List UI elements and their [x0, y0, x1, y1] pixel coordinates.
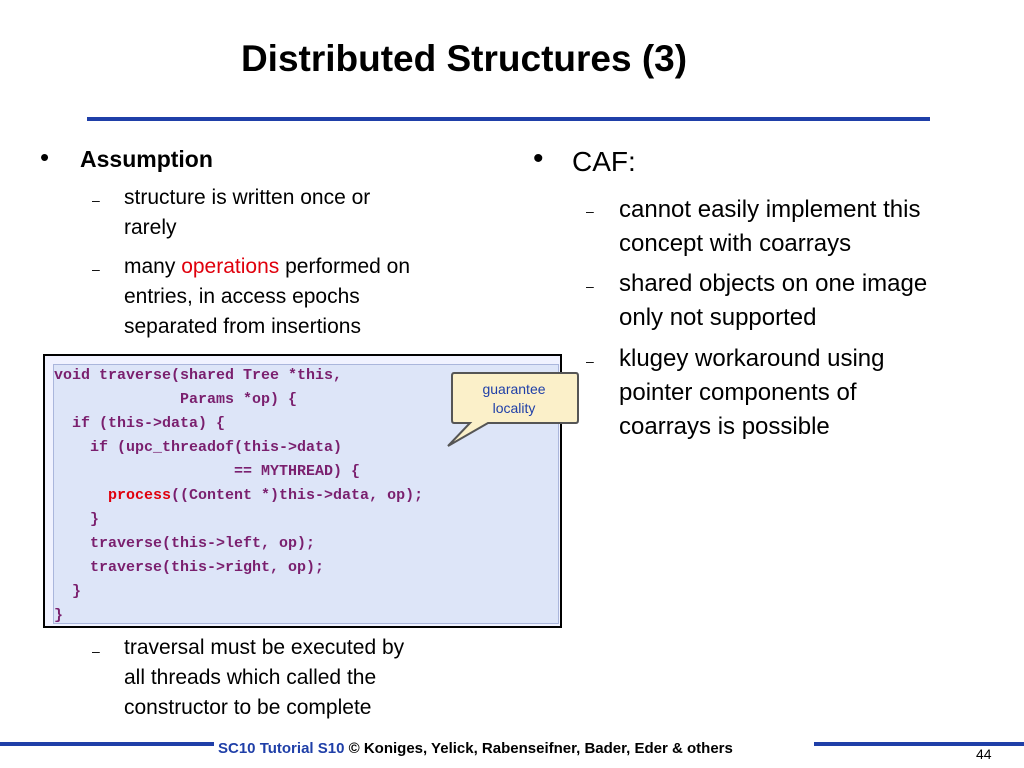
left-item-3: traversal must be executed by all thread…	[124, 633, 404, 723]
left-item-3-line3: constructor to be complete	[124, 696, 372, 719]
slide-title: Distributed Structures (3)	[240, 38, 688, 79]
right-item-1-line2: concept with coarrays	[619, 230, 852, 257]
code-line-5: == MYTHREAD) {	[54, 463, 361, 480]
right-item-3-line3: coarrays is possible	[619, 413, 830, 440]
dash-icon: –	[92, 261, 100, 277]
right-item-3-line2: pointer components of	[619, 379, 857, 406]
left-item-2-pre: many	[124, 255, 182, 278]
left-item-2-line3: separated from insertions	[124, 315, 361, 338]
right-item-1: cannot easily implement this concept wit…	[619, 193, 920, 261]
left-item-2-line1: many operations performed on	[124, 252, 410, 282]
dash-icon: –	[586, 203, 594, 219]
callout-text: guarantee locality	[452, 380, 576, 418]
right-item-3-line1: klugey workaround using	[619, 345, 885, 372]
code-line-3: if (this->data) {	[54, 415, 226, 432]
code-line-4: if (upc_threadof(this->data)	[54, 439, 343, 456]
footer-text: SC10 Tutorial S10 © Koniges, Yelick, Rab…	[218, 740, 733, 757]
left-item-1-line2: rarely	[124, 216, 177, 239]
code-line-6-indent	[54, 487, 108, 504]
code-line-1: void traverse(shared Tree *this,	[54, 367, 343, 384]
code-line-6-rest: ((Content *)this->data, op);	[171, 487, 424, 504]
right-item-2-line1: shared objects on one image	[619, 270, 928, 297]
code-line-9: traverse(this->right, op);	[54, 559, 325, 576]
code-line-7: }	[54, 511, 100, 528]
code-process-keyword: process	[108, 487, 172, 504]
code-listing: void traverse(shared Tree *this, Params …	[54, 364, 423, 628]
callout-line-1: guarantee	[482, 381, 546, 397]
operations-highlight: operations	[181, 255, 280, 278]
dash-icon: –	[92, 643, 100, 659]
code-line-8: traverse(this->left, op);	[54, 535, 316, 552]
left-item-2-post: performed on	[279, 255, 411, 278]
footer-rule-left	[0, 742, 214, 746]
right-heading: CAF:	[572, 146, 636, 177]
dash-icon: –	[586, 353, 594, 369]
right-item-3: klugey workaround using pointer componen…	[619, 342, 885, 444]
left-heading: Assumption	[80, 146, 213, 172]
dash-icon: –	[586, 278, 594, 294]
right-item-1-line1: cannot easily implement this	[619, 196, 921, 223]
left-item-2-line2: entries, in access epochs	[124, 285, 360, 308]
footer-rule-right	[814, 742, 1024, 746]
code-line-2: Params *op) {	[54, 391, 298, 408]
right-bullet-icon: •	[533, 142, 544, 175]
code-line-10: }	[54, 583, 82, 600]
dash-icon: –	[92, 192, 100, 208]
footer-credits: © Koniges, Yelick, Rabenseifner, Bader, …	[344, 740, 733, 757]
left-item-1: structure is written once or rarely	[124, 183, 370, 243]
left-item-1-line1: structure is written once or	[124, 186, 371, 209]
callout-line-2: locality	[492, 400, 536, 416]
left-bullet-icon: •	[40, 142, 50, 172]
title-divider	[87, 117, 930, 121]
right-item-2-line2: only not supported	[619, 304, 817, 331]
left-item-3-line2: all threads which called the	[124, 666, 377, 689]
page-number: 44	[976, 746, 992, 762]
code-line-11: }	[54, 607, 64, 624]
left-item-2: many operations performed on entries, in…	[124, 252, 410, 342]
callout-bubble	[447, 372, 579, 447]
left-item-3-line1: traversal must be executed by	[124, 636, 405, 659]
footer-tutorial: SC10 Tutorial S10	[218, 740, 345, 757]
right-item-2: shared objects on one image only not sup…	[619, 267, 927, 335]
